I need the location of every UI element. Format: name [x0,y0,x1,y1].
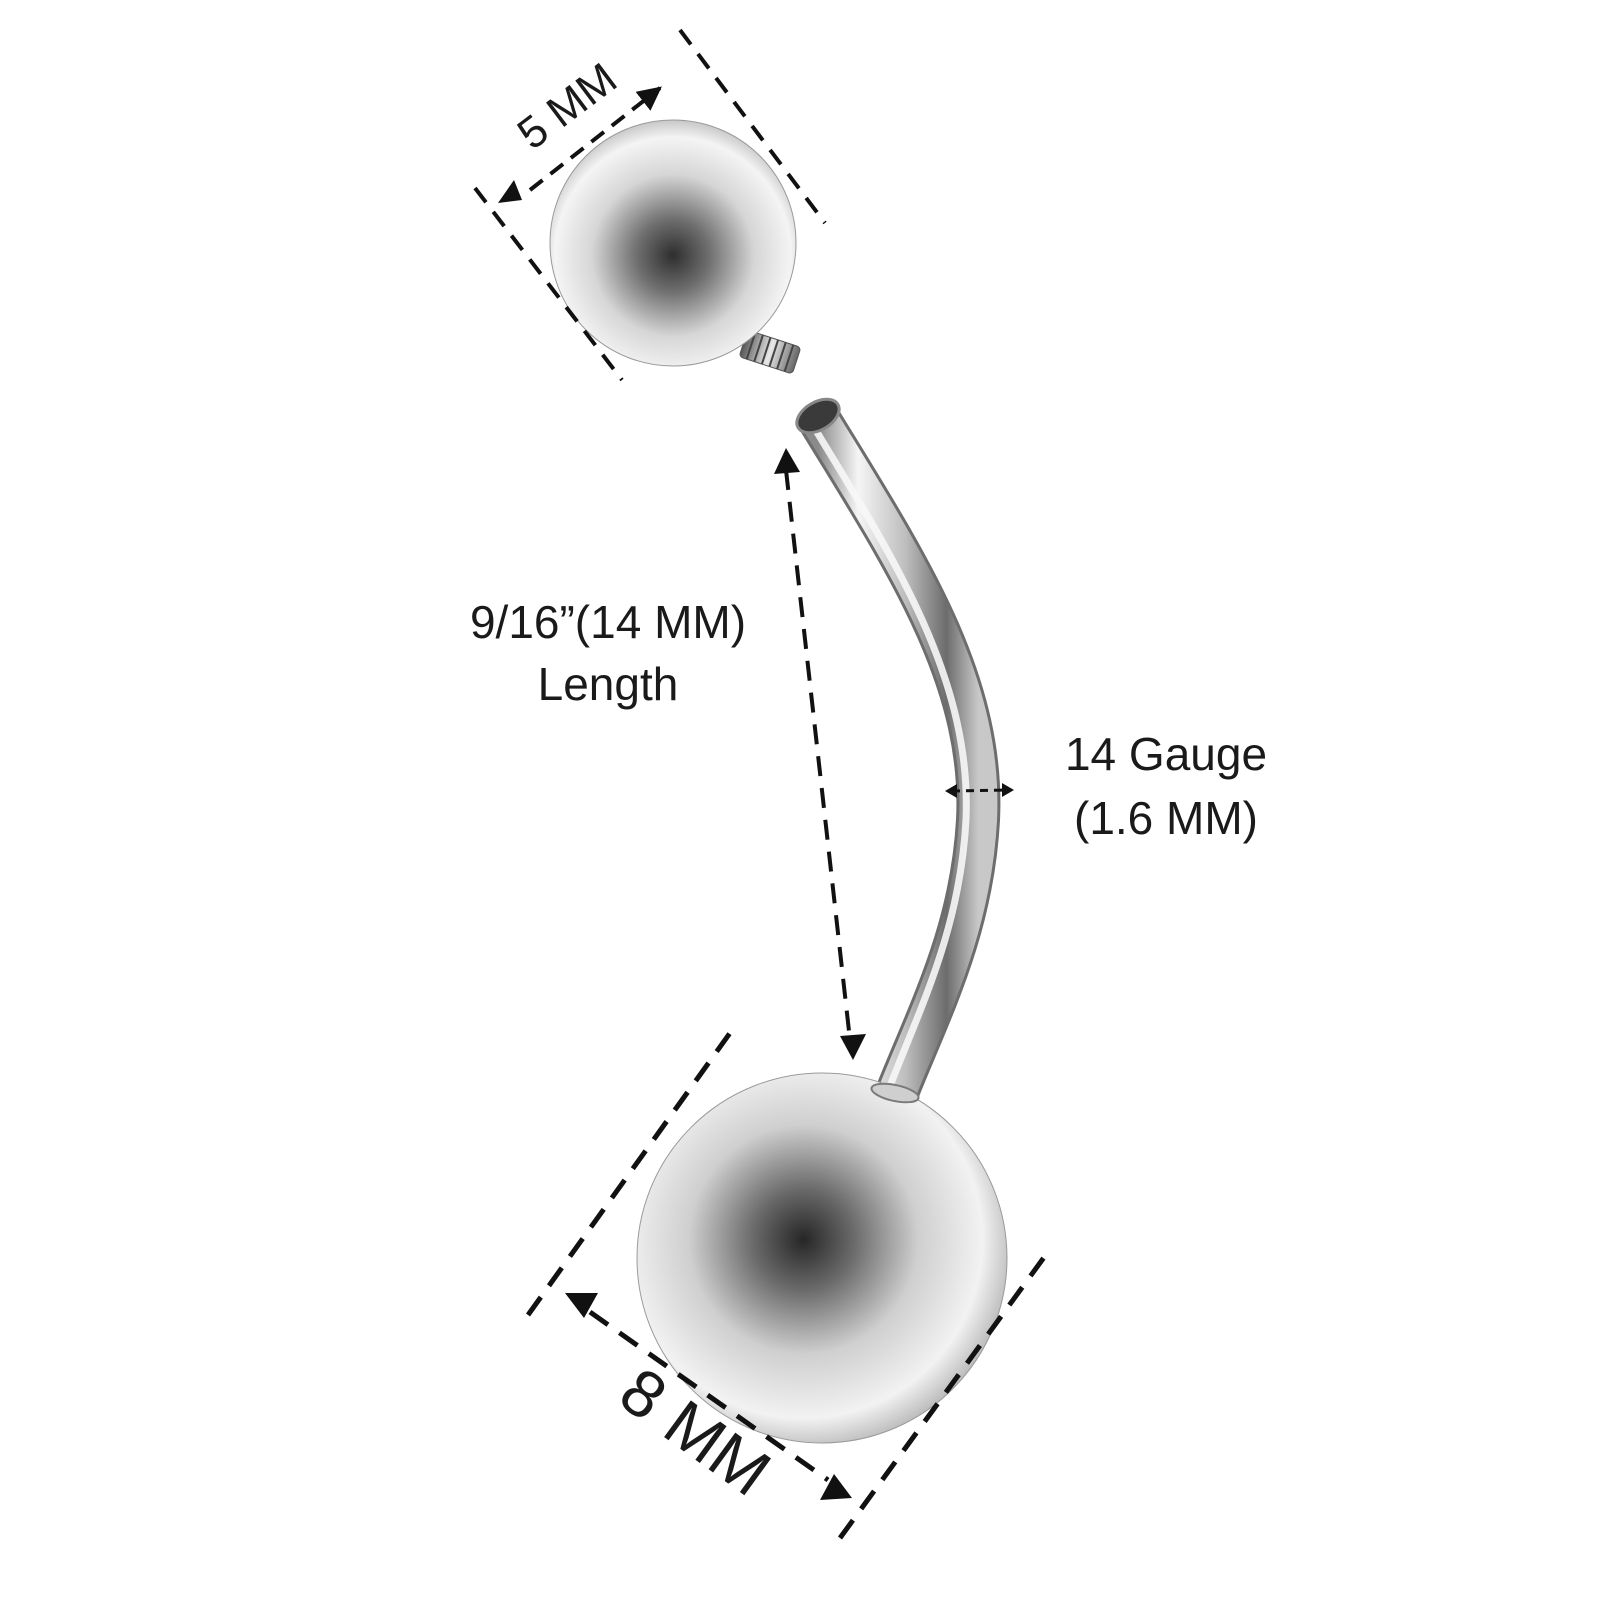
top-ball [549,119,797,367]
bottom-ball [636,1072,1008,1444]
top-ball-group [549,119,801,374]
bar-tube-opening [795,397,841,435]
top-dim-arrow [528,86,662,192]
top-ball-dimension [473,28,827,382]
gauge-label-line1: 14 Gauge [1065,728,1267,780]
curved-bar [795,397,1001,1099]
length-label-line1: 9/16”(14 MM) [470,596,746,648]
length-dimension [774,448,866,1060]
bottom-dim-extension-right [837,1254,1048,1540]
bar-joint [870,1082,920,1104]
bottom-ball-dimension [525,1031,1048,1540]
bottom-dim-arrow [588,1309,830,1483]
top-dim-extension-right [678,28,827,225]
gauge-label-line2: (1.6 MM) [1074,792,1258,844]
top-dim-extension-left [473,186,624,382]
bottom-dim-extension-left [525,1031,733,1317]
gauge-dimension [945,783,1014,798]
length-label-line2: Length [538,658,679,710]
